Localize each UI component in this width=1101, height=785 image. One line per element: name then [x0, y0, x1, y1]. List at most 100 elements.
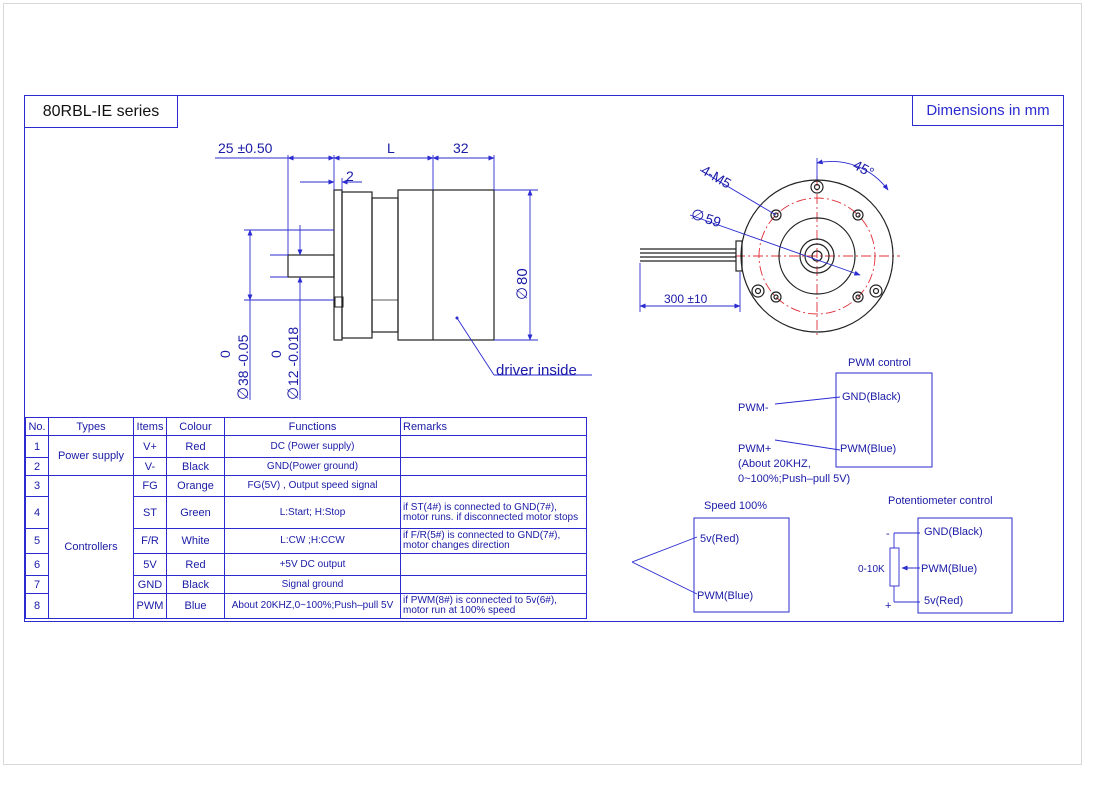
table-row: 6 5V Red +5V DC output — [25, 553, 587, 576]
table-row: 1 Power supply V+ Red DC (Power supply) — [25, 435, 587, 476]
cell-function: Signal ground — [224, 575, 401, 594]
header-colour: Colour — [166, 417, 225, 436]
cell-item: GND — [133, 575, 167, 594]
pwm-pwm-pin: PWM(Blue) — [840, 443, 896, 455]
cell-no: 7 — [25, 575, 49, 594]
cell-function: GND(Power ground) — [224, 457, 401, 476]
cell-function: About 20KHZ,0~100%;Push–pull 5V — [224, 593, 401, 619]
dim-shaft-tolerance: 0 — [268, 350, 284, 358]
cell-item: 5V — [133, 553, 167, 576]
header-functions: Functions — [224, 417, 401, 436]
pwm-control-title: PWM control — [848, 357, 911, 369]
angle-callout: 45° — [851, 157, 877, 181]
pot-resistor-value: 0-10K — [858, 564, 885, 575]
diameter-symbol: ∅ — [514, 287, 531, 300]
dim-flange-length: 25 ±0.50 — [218, 140, 273, 156]
table-row: 8 PWM Blue About 20KHZ,0~100%;Push–pull … — [25, 593, 587, 619]
motor-body — [371, 197, 399, 333]
speed-100-title: Speed 100% — [704, 500, 767, 512]
cell-no: 4 — [25, 496, 49, 529]
cell-item: FG — [133, 475, 167, 497]
pot-title: Potentiometer control — [888, 495, 993, 507]
cell-no: 6 — [25, 553, 49, 576]
motor-shaft — [287, 254, 335, 278]
motor-end-view: 4-M5 45° ∅ 59 300 ±10 — [639, 157, 900, 338]
pwm-control-diagram: PWM control GND(Black) PWM(Blue) PWM- PW… — [738, 357, 933, 485]
cell-function: L:Start; H:Stop — [224, 496, 401, 529]
speed-100-diagram: Speed 100% 5v(Red) PWM(Blue) — [631, 500, 790, 613]
diameter-symbol: ∅ — [689, 206, 707, 226]
speed-5v-pin: 5v(Red) — [700, 533, 739, 545]
cell-no: 2 — [25, 457, 49, 476]
dim-pilot-tolerance: 0 — [217, 350, 233, 358]
potentiometer-diagram: Potentiometer control GND(Black) PWM(Blu… — [858, 495, 1013, 614]
dim-rear-length: 32 — [453, 140, 469, 156]
cell-function: FG(5V) , Output speed signal — [224, 475, 401, 497]
wiring-table: No. Types Items Colour Functions Remarks… — [25, 417, 587, 619]
mount-hole — [852, 291, 864, 303]
cell-remark — [400, 553, 587, 576]
cell-type-controllers: Controllers — [48, 475, 134, 619]
cell-remark: if ST(4#) is connected to GND(7#), motor… — [400, 496, 587, 529]
motor-front-cap — [341, 191, 373, 339]
drawing-sheet — [3, 3, 1082, 765]
motor-flange — [333, 189, 343, 341]
pcd-callout: 59 — [703, 210, 723, 230]
diameter-symbol: ∅ — [285, 387, 302, 400]
cell-remark: if F/R(5#) is connected to GND(7#), moto… — [400, 528, 587, 554]
pot-minus: - — [886, 528, 890, 540]
cell-remark: if PWM(8#) is connected to 5v(6#), motor… — [400, 593, 587, 619]
dim-body-length: L — [387, 140, 395, 156]
cell-item: V- — [133, 457, 167, 476]
mount-hole — [770, 291, 782, 303]
table-row: 4 ST Green L:Start; H:Stop if ST(4#) is … — [25, 496, 587, 529]
header-remarks: Remarks — [400, 417, 587, 436]
table-header-row: No. Types Items Colour Functions Remarks — [25, 417, 587, 436]
cell-colour: Black — [166, 457, 225, 476]
dim-step: 2 — [346, 168, 354, 184]
mount-hole — [852, 209, 864, 221]
cell-no: 1 — [25, 435, 49, 458]
cell-colour: Black — [166, 575, 225, 594]
cell-remark — [400, 457, 587, 476]
dim-shaft-diameter: 12 -0.018 — [285, 327, 301, 386]
cell-item: ST — [133, 496, 167, 529]
table-row: 3 Controllers FG Orange FG(5V) , Output … — [25, 475, 587, 619]
pot-pwm-pin: PWM(Blue) — [921, 563, 977, 575]
units-label: Dimensions in mm — [912, 96, 1063, 126]
cell-no: 5 — [25, 528, 49, 554]
header-types: Types — [48, 417, 134, 436]
pwm-gnd-pin: GND(Black) — [842, 391, 901, 403]
drawing-frame — [24, 95, 1064, 622]
speed-pwm-pin: PWM(Blue) — [697, 590, 753, 602]
lead-length: 300 ±10 — [664, 292, 708, 306]
cell-colour: Orange — [166, 475, 225, 497]
diameter-symbol: ∅ — [235, 387, 252, 400]
pot-5v-pin: 5v(Red) — [924, 595, 963, 607]
pwm-minus-label: PWM- — [738, 402, 769, 414]
cell-colour: Red — [166, 553, 225, 576]
resistor-symbol — [889, 547, 900, 587]
pwm-duty-note: 0~100%;Push–pull 5V) — [738, 473, 850, 485]
cell-colour: Red — [166, 435, 225, 458]
cell-item: F/R — [133, 528, 167, 554]
driver-inside-note: driver inside — [496, 362, 577, 379]
table-row: 7 GND Black Signal ground — [25, 575, 587, 594]
cell-remark — [400, 575, 587, 594]
cell-colour: Blue — [166, 593, 225, 619]
series-title: 80RBL-IE series — [25, 96, 178, 128]
cell-item: PWM — [133, 593, 167, 619]
motor-side-view — [287, 189, 495, 341]
header-no: No. — [25, 417, 49, 436]
side-view-dimensions — [215, 155, 592, 400]
cell-no: 8 — [25, 593, 49, 619]
cell-item: V+ — [133, 435, 167, 458]
cell-no: 3 — [25, 475, 49, 497]
pwm-frequency-note: (About 20KHZ, — [738, 458, 811, 470]
mount-hole — [770, 209, 782, 221]
cell-function: DC (Power supply) — [224, 435, 401, 458]
motor-driver-housing — [397, 189, 495, 341]
header-items: Items — [133, 417, 167, 436]
cell-colour: Green — [166, 496, 225, 529]
